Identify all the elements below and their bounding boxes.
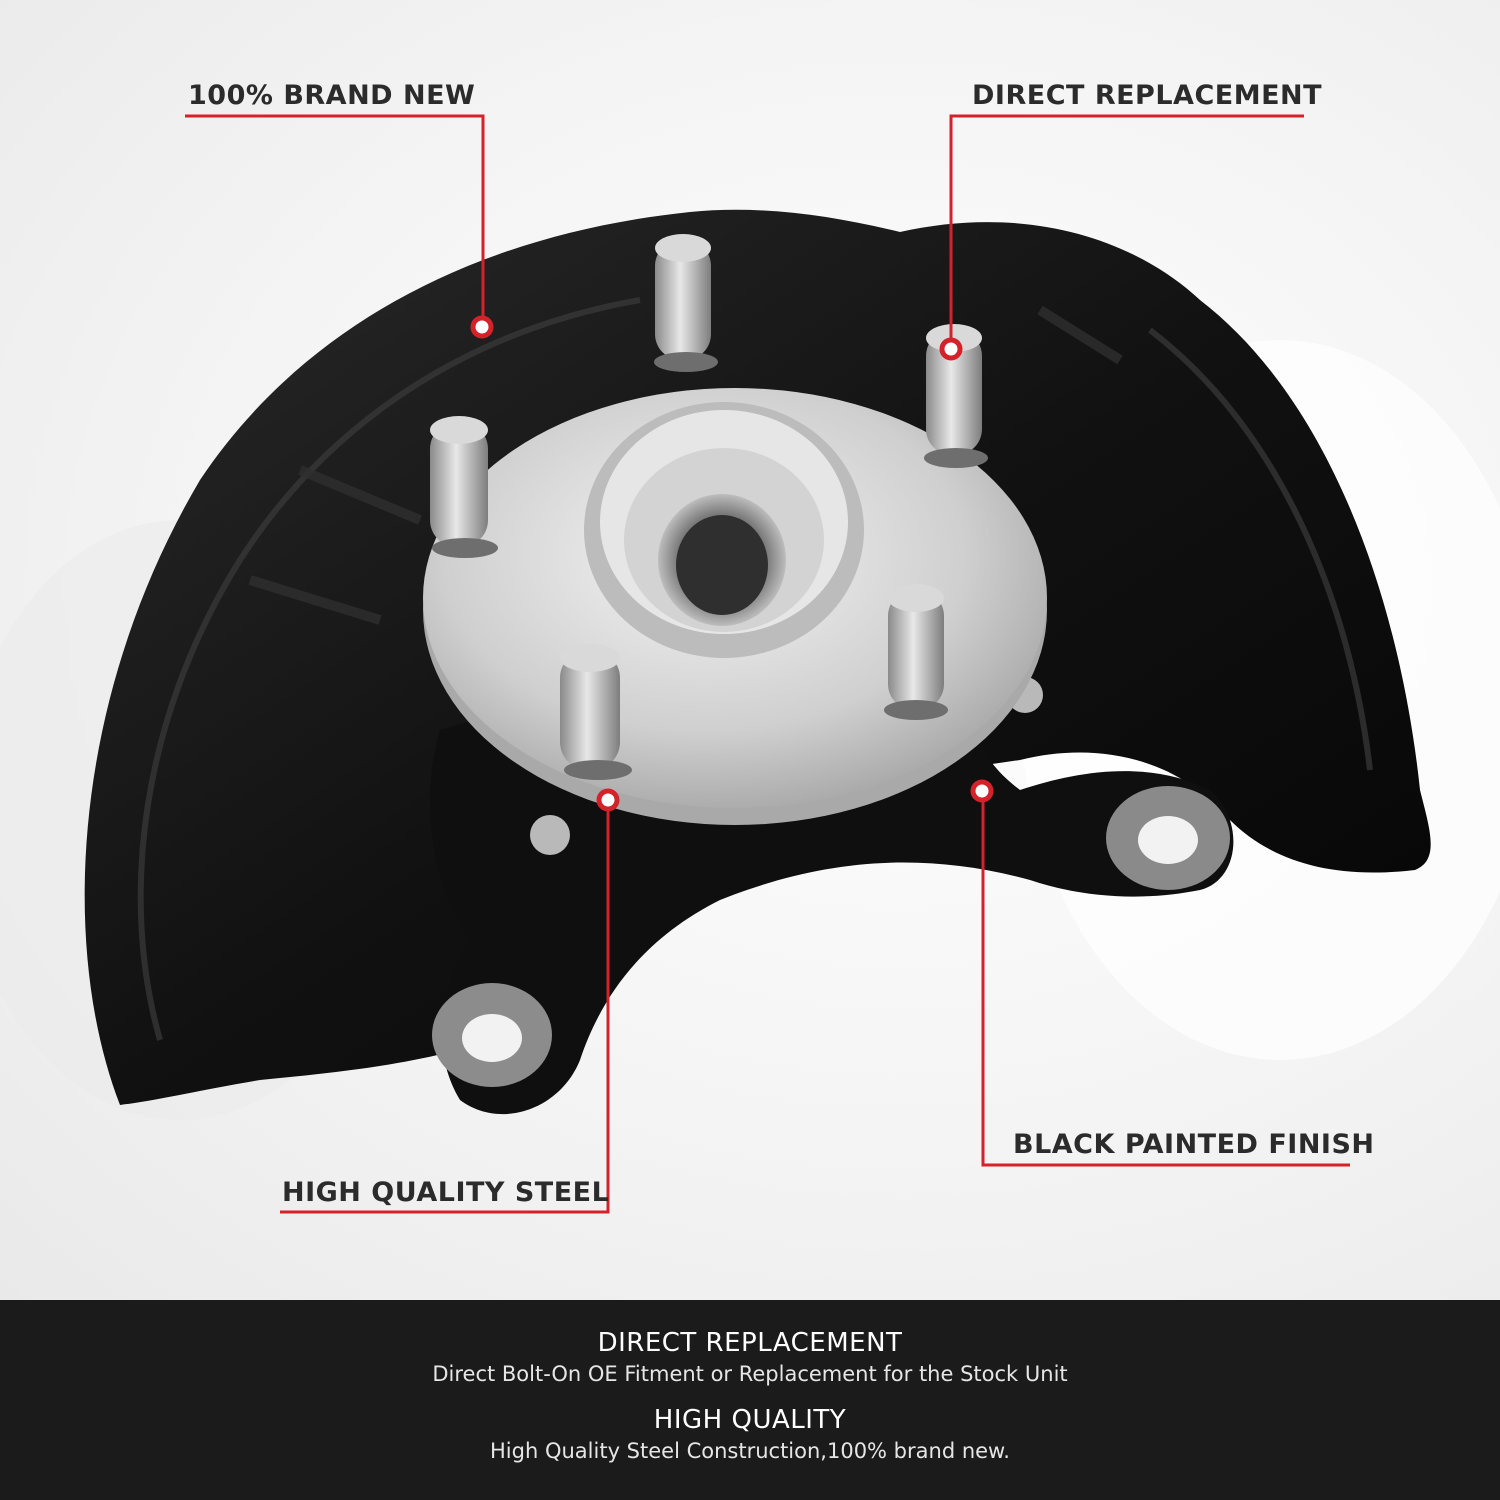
info-description: High Quality Steel Construction,100% bra… bbox=[490, 1439, 1010, 1463]
features-info-band: DIRECT REPLACEMENT Direct Bolt-On OE Fit… bbox=[0, 1300, 1500, 1500]
info-block-high-quality: HIGH QUALITY High Quality Steel Construc… bbox=[0, 1405, 1500, 1463]
info-description: Direct Bolt-On OE Fitment or Replacement… bbox=[432, 1362, 1068, 1386]
steering-knuckle-hub-image bbox=[84, 209, 1431, 1115]
callout-black-painted-finish: BLACK PAINTED FINISH bbox=[1013, 1129, 1375, 1160]
info-title: HIGH QUALITY bbox=[653, 1405, 847, 1435]
callout-high-quality-steel: HIGH QUALITY STEEL bbox=[282, 1177, 610, 1208]
info-title: DIRECT REPLACEMENT bbox=[597, 1328, 903, 1358]
callout-direct-replacement: DIRECT REPLACEMENT bbox=[972, 80, 1323, 111]
info-block-direct-replacement: DIRECT REPLACEMENT Direct Bolt-On OE Fit… bbox=[0, 1328, 1500, 1386]
callout-brand-new: 100% BRAND NEW bbox=[188, 80, 476, 111]
product-stage: 100% BRAND NEW DIRECT REPLACEMENT BLACK … bbox=[0, 0, 1500, 1300]
